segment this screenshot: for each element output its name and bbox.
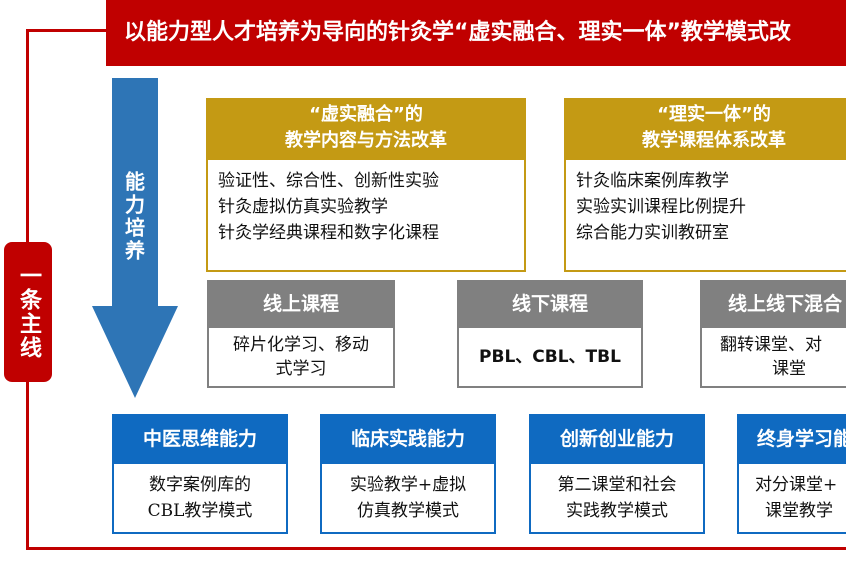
ability-box-text: 课堂教学 (765, 501, 833, 521)
ability-box-body: 数字案例库的 CBL教学模式 (112, 464, 288, 534)
reform-item: 验证性、综合性、创新性实验 (218, 171, 439, 191)
ability-box-body: 对分课堂+ 课堂教学 (737, 464, 846, 534)
course-box-text: 课堂 (772, 359, 806, 379)
course-box-text: 翻转课堂、对 (720, 335, 822, 355)
ability-box-body: 第二课堂和社会 实践教学模式 (529, 464, 705, 534)
course-box-heading: 线上线下混合 (700, 280, 846, 328)
reform-box-heading-line: “虚实融合”的 (309, 104, 423, 125)
course-box-offline: 线下课程 PBL、CBL、TBL (457, 280, 643, 388)
main-line-label: 一条主线 (4, 242, 52, 382)
ability-box-text: 数字案例库的 (149, 475, 251, 495)
course-box-heading: 线下课程 (457, 280, 643, 328)
ability-box-text: 对分课堂+ (755, 475, 838, 495)
reform-box-heading: “虚实融合”的 教学内容与方法改革 (206, 98, 526, 160)
ability-box-heading: 创新创业能力 (529, 414, 705, 464)
course-box-body: 碎片化学习、移动 式学习 (207, 328, 395, 388)
reform-box-heading-line: 教学课程体系改革 (642, 130, 786, 151)
ability-box-heading: 临床实践能力 (320, 414, 496, 464)
course-box-heading: 线上课程 (207, 280, 395, 328)
ability-box-text: 仿真教学模式 (357, 501, 459, 521)
ability-box-text: 第二课堂和社会 (557, 475, 677, 495)
reform-item: 综合能力实训教研室 (576, 223, 729, 243)
reform-box-theory-practice: “理实一体”的 教学课程体系改革 针灸临床案例库教学 实验实训课程比例提升 综合… (564, 98, 846, 272)
reform-box-heading-line: 教学内容与方法改革 (285, 130, 447, 151)
title-banner: 以能力型人才培养为导向的针灸学“虚实融合、理实一体”教学模式改 (106, 0, 846, 66)
ability-box-lifelong-learning: 终身学习能 对分课堂+ 课堂教学 (737, 414, 846, 534)
course-box-online: 线上课程 碎片化学习、移动 式学习 (207, 280, 395, 388)
ability-box-heading: 终身学习能 (737, 414, 846, 464)
ability-arrow-label: 能力培养 (121, 171, 146, 263)
ability-box-tcm-thinking: 中医思维能力 数字案例库的 CBL教学模式 (112, 414, 288, 534)
reform-box-body: 验证性、综合性、创新性实验 针灸虚拟仿真实验教学 针灸学经典课程和数字化课程 (206, 160, 526, 272)
ability-arrow (92, 78, 178, 398)
ability-box-clinical-practice: 临床实践能力 实验教学+虚拟 仿真教学模式 (320, 414, 496, 534)
reform-box-virtual-real: “虚实融合”的 教学内容与方法改革 验证性、综合性、创新性实验 针灸虚拟仿真实验… (206, 98, 526, 272)
course-box-blended: 线上线下混合 翻转课堂、对 课堂 (700, 280, 846, 388)
ability-box-heading: 中医思维能力 (112, 414, 288, 464)
reform-box-body: 针灸临床案例库教学 实验实训课程比例提升 综合能力实训教研室 (564, 160, 846, 272)
ability-arrow-shape (92, 78, 178, 398)
reform-item: 实验实训课程比例提升 (576, 197, 746, 217)
ability-box-text: 实验教学+虚拟 (349, 475, 467, 495)
course-box-body: PBL、CBL、TBL (457, 328, 643, 388)
reform-item: 针灸临床案例库教学 (576, 171, 729, 191)
ability-box-body: 实验教学+虚拟 仿真教学模式 (320, 464, 496, 534)
ability-box-text: 实践教学模式 (566, 501, 668, 521)
main-line-connector-top (26, 29, 106, 32)
ability-box-innovation: 创新创业能力 第二课堂和社会 实践教学模式 (529, 414, 705, 534)
course-box-text: 式学习 (275, 359, 327, 379)
reform-item: 针灸虚拟仿真实验教学 (218, 197, 388, 217)
course-box-text: PBL、CBL、TBL (479, 347, 621, 367)
reform-item: 针灸学经典课程和数字化课程 (218, 223, 439, 243)
reform-box-heading: “理实一体”的 教学课程体系改革 (564, 98, 846, 160)
course-box-body: 翻转课堂、对 课堂 (700, 328, 846, 388)
course-box-text: 碎片化学习、移动 (233, 335, 369, 355)
reform-box-heading-line: “理实一体”的 (657, 104, 771, 125)
ability-box-text: CBL教学模式 (147, 501, 253, 521)
main-line-connector-bottom (26, 547, 846, 550)
